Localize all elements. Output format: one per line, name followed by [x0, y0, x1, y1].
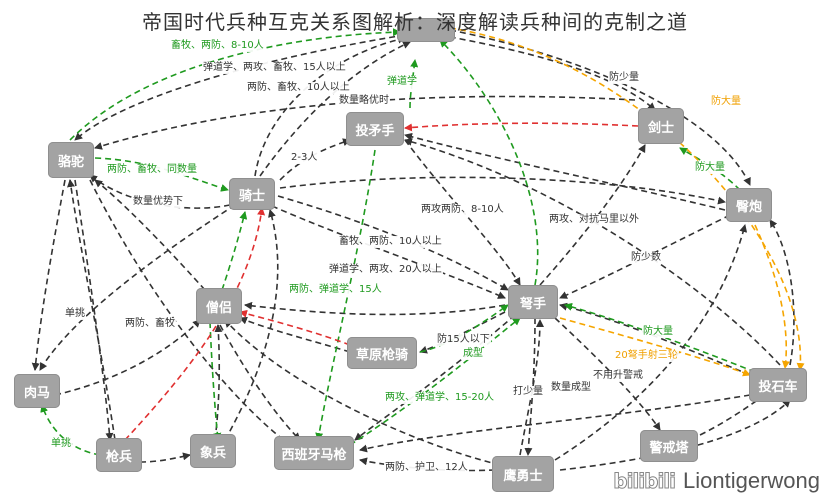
- edge-knight-bombard: [279, 176, 726, 205]
- label-knight-archer-1: 畜牧、两防、10人以上: [338, 236, 443, 248]
- label-two-def-two-atk: 两攻两防、8-10人: [420, 204, 505, 216]
- edge-knight-top-2: [259, 41, 411, 177]
- node-conquistador: 西班牙马枪: [274, 436, 354, 470]
- edge-spearman-elephant: [139, 452, 191, 463]
- edge-archer-tower: [554, 317, 661, 431]
- label-def-less: 防少量: [608, 72, 640, 84]
- node-spearman: 枪兵: [96, 438, 142, 472]
- edge-camel-cavarcher: [31, 179, 66, 371]
- edge-mangonel-thrower: [404, 138, 781, 366]
- label-solo: 单挑: [64, 308, 86, 320]
- edge-spearman-camel: [67, 179, 116, 441]
- node-mangonel: 投石车: [749, 368, 807, 402]
- node-top: [397, 18, 455, 42]
- label-qty-form: 数量成型: [550, 382, 592, 394]
- edge-archer-steppe: [419, 311, 506, 354]
- label-camel-knight-top: 畜牧、两防、8-10人: [170, 40, 265, 52]
- diagram-title: 帝国时代兵种互克关系图解析：深度解读兵种间的克制之道: [142, 10, 688, 34]
- label-no-watch: 不用升警戒: [592, 370, 644, 382]
- edge-red-swordsman-thrower: [404, 122, 639, 132]
- edge-camel-conquistador: [89, 179, 291, 446]
- edge-bombard-archer: [559, 214, 731, 299]
- edge-mangonel-bombard: [769, 219, 795, 366]
- edge-green-camel-top: [69, 28, 401, 141]
- edge-top-bombard: [449, 29, 751, 186]
- watermark: bilibili Liontigerwong: [613, 468, 820, 494]
- label-ballistics: 弹道学: [386, 76, 418, 88]
- node-monk: 僧侣: [196, 288, 242, 324]
- edge-knight-thrower: [279, 138, 351, 181]
- label-knight-top-2: 两防、畜牧、10人以上: [246, 82, 351, 94]
- node-elephant: 象兵: [190, 434, 236, 468]
- edge-orange-archer-mangonel: [559, 317, 751, 377]
- label-qty-adv: 数量略优时: [338, 95, 390, 107]
- edge-knight-archer-1: [277, 195, 509, 291]
- label-def-more-2: 防大量: [694, 162, 726, 174]
- label-def-less-2: 防少数: [630, 252, 662, 264]
- edge-steppe-monk: [239, 316, 351, 353]
- label-camel-knight: 两防、畜牧、同数量: [106, 164, 198, 176]
- node-camel: 骆驼: [48, 142, 94, 178]
- edge-orange-bombard-mangonel: [754, 224, 790, 369]
- edge-archer-conquistador: [354, 314, 516, 441]
- label-formation: 成型: [462, 348, 484, 360]
- node-champion: 鹰勇士: [492, 456, 554, 492]
- bilibili-logo-icon: bilibili: [613, 469, 677, 494]
- edge-green-monk-knight: [221, 211, 248, 291]
- node-bombard: 臀炮: [726, 188, 772, 222]
- node-cav-archer: 肉马: [14, 374, 60, 408]
- label-solo-2: 单挑: [50, 438, 72, 450]
- node-swordsman: 剑士: [638, 108, 684, 144]
- edge-green-monk-elephant: [209, 321, 222, 441]
- edge-green-ballistics: [409, 59, 419, 109]
- edge-champion-monk: [224, 319, 501, 466]
- edge-red-spearman-knight: [124, 207, 266, 441]
- edge-thrower-archer: [404, 139, 521, 286]
- edge-monk-conquistador: [219, 324, 301, 441]
- edge-green-spearman-cavarcher: [40, 404, 101, 456]
- edge-archer-monk: [244, 301, 506, 316]
- node-archer: 弩手: [508, 285, 558, 319]
- label-def15: 防15人以下: [436, 334, 491, 346]
- edge-green-thrower-conquistador: [315, 149, 376, 441]
- label-def-more-1: 防大量: [710, 96, 742, 108]
- label-def-more-3: 防大量: [642, 326, 674, 338]
- label-two-three: 2-3人: [290, 152, 319, 164]
- watermark-author: Liontigerwong: [683, 468, 820, 493]
- edge-green-conquistador-archer: [349, 317, 521, 446]
- edge-mangonel-archer: [559, 302, 751, 376]
- label-two-atk-range: 两攻、对抗马里以外: [548, 214, 640, 226]
- label-qty-adv-2: 数量优势下: [132, 196, 184, 208]
- edge-red-steppe-monk: [239, 309, 351, 346]
- label-two-def-husbandry: 两防、畜牧: [124, 318, 176, 330]
- label-hit-less: 打少量: [512, 386, 544, 398]
- edge-elephant-knight: [224, 209, 279, 441]
- edge-cavarcher-monk: [54, 319, 201, 396]
- edge-top-camel: [74, 34, 406, 141]
- label-two-def-ballistics: 两防、弹道学、15人: [288, 284, 383, 296]
- edge-knight-cavarcher: [39, 204, 236, 371]
- edge-champion-archer: [519, 319, 544, 456]
- label-knight-archer-2: 弹道学、两攻、20人以上: [328, 264, 443, 276]
- edge-green-archer-top: [439, 39, 539, 286]
- label-two-def-guard: 两防、护卫、12人: [384, 462, 469, 474]
- edge-knight-archer-2: [271, 205, 506, 299]
- edge-bombard-thrower: [404, 132, 726, 211]
- node-pikeman-thrower: 投矛手: [346, 112, 404, 146]
- edge-archer-champion: [524, 317, 536, 456]
- edge-knight-top-1: [254, 35, 406, 177]
- node-steppe-lancer: 草原枪骑: [347, 337, 417, 369]
- edge-monk-camel: [94, 179, 206, 291]
- label-two-atk-ballistics: 两攻、弹道学、15-20人: [384, 392, 496, 404]
- node-tower: 警戒塔: [640, 430, 698, 462]
- label-twenty-xbow: 20弩手射三轮: [614, 350, 679, 362]
- edge-top-swordsman: [439, 34, 656, 111]
- edge-champion-conquistador: [359, 457, 496, 472]
- edge-mangonel-conquistador: [359, 394, 751, 453]
- label-knight-top-1: 弹道学、两攻、畜牧、15人以上: [202, 62, 347, 74]
- node-knight: 骑士: [229, 178, 275, 210]
